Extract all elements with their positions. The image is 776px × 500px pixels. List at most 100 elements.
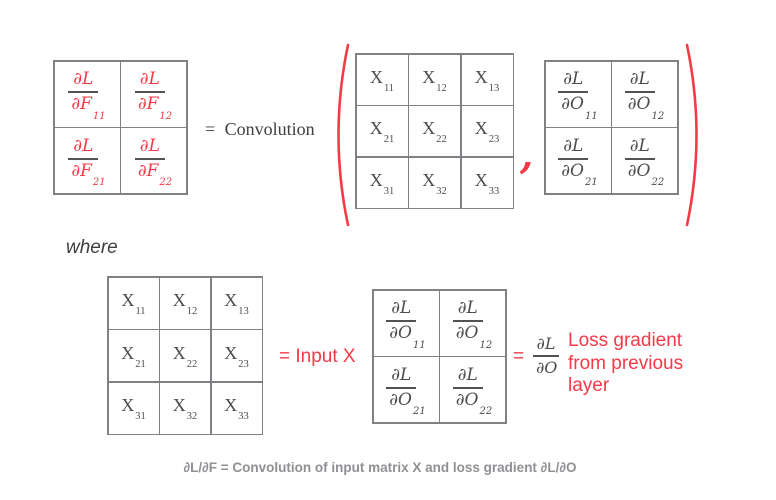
entry-subscript: 33	[238, 411, 249, 423]
fraction: ∂L ∂F12	[134, 69, 172, 121]
fraction-bar	[533, 355, 559, 357]
entry-base: X	[474, 118, 488, 139]
matrix-cell: X31	[108, 382, 159, 434]
fraction-bar	[386, 386, 417, 389]
matrix-cell: X33	[211, 382, 262, 434]
matrix-cell: ∂L ∂F21	[54, 128, 120, 193]
matrix-entry: X23	[224, 342, 249, 369]
entry-base: X	[172, 395, 186, 416]
entry-subscript: 22	[186, 358, 198, 370]
matrix-cell: X21	[108, 330, 159, 381]
fraction-numerator: ∂L	[391, 364, 412, 385]
loss-gradient-label: Loss gradient from previous layer	[568, 330, 684, 397]
figure-caption: ∂L/∂F = Convolution of input matrix X an…	[183, 460, 577, 475]
fraction: ∂L ∂F11	[68, 69, 106, 121]
matrix-cell: ∂L ∂O22	[440, 357, 505, 422]
gradO-matrix-bottom: ∂L ∂O11 ∂L ∂O12 ∂L ∂O21 ∂L ∂O22	[372, 289, 507, 424]
input-x-label: = Input X	[279, 346, 356, 367]
denominator-base: ∂O	[561, 160, 584, 181]
denominator-subscript: 22	[159, 177, 173, 189]
denominator-base: ∂F	[137, 94, 159, 115]
matrix-cell: ∂L ∂O22	[612, 128, 677, 193]
fraction-numerator: ∂L	[139, 135, 160, 156]
denominator-subscript: 22	[651, 177, 665, 189]
fraction: ∂L ∂O11	[558, 69, 598, 121]
fraction-denominator: ∂O21	[386, 389, 425, 416]
entry-base: X	[474, 169, 488, 190]
entry-base: X	[121, 290, 135, 311]
entry-subscript: 33	[488, 185, 500, 197]
fraction-bar	[68, 157, 99, 160]
matrix-entry: X11	[370, 68, 394, 93]
matrix-entry: X13	[224, 291, 249, 316]
open-paren-icon	[337, 43, 350, 227]
loss-gradient-fraction: ∂L ∂O	[533, 336, 559, 376]
fraction-denominator: ∂O21	[558, 160, 597, 187]
entry-subscript: 31	[383, 185, 395, 197]
fraction-denominator: ∂F12	[135, 93, 172, 121]
entry-subscript: 11	[135, 306, 146, 318]
matrix-entry: X11	[121, 290, 146, 318]
entry-base: X	[224, 395, 238, 416]
entry-base: X	[369, 169, 383, 190]
entry-base: X	[369, 118, 383, 139]
entry-base: X	[172, 342, 186, 363]
fraction-numerator: ∂L	[629, 135, 650, 156]
entry-subscript: 12	[186, 306, 198, 318]
matrix-cell: ∂L ∂F22	[121, 128, 186, 193]
matrix-cell: X22	[409, 106, 460, 156]
denominator-subscript: 21	[585, 177, 598, 189]
denominator-base: ∂F	[137, 160, 159, 181]
fraction-numerator: ∂L	[536, 334, 556, 353]
fraction-denominator: ∂O11	[558, 93, 597, 121]
matrix-cell: X23	[211, 330, 262, 381]
matrix-entry: X12	[173, 291, 198, 318]
entry-base: X	[422, 66, 436, 87]
fraction: ∂L ∂O12	[624, 69, 664, 121]
matrix-cell: ∂L ∂O21	[545, 128, 611, 193]
fraction-bar	[624, 157, 655, 160]
matrix-cell: ∂L ∂F11	[54, 61, 120, 127]
matrix-cell: X12	[160, 277, 210, 329]
entry-subscript: 32	[436, 185, 447, 197]
fraction-numerator: ∂L	[629, 69, 650, 90]
fraction: ∂L ∂O21	[386, 364, 426, 417]
matrix-cell: X32	[160, 382, 210, 434]
fraction-numerator: ∂L	[139, 69, 160, 90]
fraction-numerator: ∂L	[563, 69, 584, 90]
fraction-bar	[134, 157, 165, 160]
denominator-base: ∂O	[627, 94, 651, 115]
entry-base: X	[121, 342, 135, 363]
fraction: ∂L ∂O21	[558, 135, 598, 188]
gradO-matrix-top: ∂L ∂O11 ∂L ∂O12 ∂L ∂O21 ∂L ∂O22	[544, 60, 679, 195]
matrix-cell: ∂L ∂F12	[121, 61, 186, 127]
matrix-entry: X22	[422, 118, 447, 146]
entry-base: X	[121, 395, 135, 416]
fraction-numerator: ∂L	[563, 135, 584, 156]
fraction-bar	[558, 157, 589, 160]
denominator-subscript: 12	[651, 110, 665, 122]
fraction-numerator: ∂L	[457, 298, 478, 319]
fraction: ∂L ∂O22	[624, 135, 664, 188]
input-x-matrix-bottom: X11 X12 X13 X21 X22 X23 X31 X32 X33	[107, 276, 263, 435]
entry-base: X	[422, 118, 436, 139]
entry-subscript: 22	[436, 134, 447, 146]
fraction-denominator: ∂F11	[68, 93, 105, 121]
entry-subscript: 32	[186, 411, 198, 423]
matrix-entry: X31	[121, 395, 146, 421]
fraction-numerator: ∂L	[73, 69, 94, 90]
entry-base: X	[224, 342, 238, 363]
matrix-cell: X31	[356, 157, 408, 208]
matrix-cell: X13	[211, 277, 262, 329]
matrix-entry: X23	[474, 118, 500, 144]
matrix-cell: ∂L ∂O12	[440, 290, 505, 356]
matrix-cell: ∂L ∂O11	[373, 290, 439, 356]
matrix-cell: X32	[409, 157, 460, 208]
fraction-denominator: ∂F22	[135, 160, 172, 187]
matrix-cell: ∂L ∂O11	[545, 61, 611, 127]
denominator-subscript: 12	[479, 339, 493, 351]
comma-separator: ,	[520, 132, 534, 177]
denominator-base: ∂F	[71, 160, 92, 181]
fraction-bar	[134, 91, 165, 94]
